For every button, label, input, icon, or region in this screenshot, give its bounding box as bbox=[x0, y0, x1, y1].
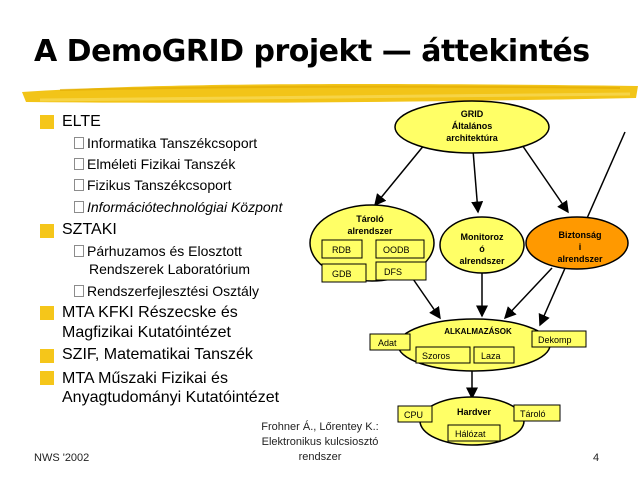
bullet-elte: ELTE bbox=[62, 113, 101, 130]
title-underline-brush bbox=[22, 84, 638, 103]
security-label: alrendszer bbox=[557, 254, 603, 264]
checkbox-icon bbox=[74, 158, 84, 170]
footer-authors: Frohner Á., Lőrentey K.: Elektronikus ku… bbox=[261, 421, 379, 463]
security-ellipse bbox=[525, 216, 629, 270]
monitor-ellipse bbox=[439, 216, 525, 274]
security-label: Biztonság bbox=[558, 230, 601, 240]
adat-box bbox=[369, 333, 411, 351]
footer-conference: NWS '2002 bbox=[34, 452, 90, 464]
szoros-box bbox=[415, 346, 471, 364]
bullet-marker bbox=[40, 224, 54, 238]
dfs-label: DFS bbox=[384, 267, 402, 277]
szoros-label: Szoros bbox=[422, 351, 451, 361]
cpu-box bbox=[397, 405, 433, 423]
security-label: i bbox=[579, 242, 582, 252]
subitem: Információtechnológiai Központ bbox=[74, 198, 282, 217]
oodb-box bbox=[375, 239, 425, 259]
bullet-sztaki: SZTAKI bbox=[62, 221, 117, 238]
dekomp-box bbox=[531, 330, 587, 348]
monitor-label: alrendszer bbox=[459, 256, 505, 266]
page-number: 4 bbox=[593, 452, 600, 464]
bullet-szif: SZIF, Matematikai Tanszék bbox=[62, 346, 253, 363]
bullet-mfa-line2: Anyagtudományi Kutatóintézet bbox=[62, 389, 280, 406]
gdb-box bbox=[321, 263, 367, 283]
gdb-label: GDB bbox=[332, 269, 352, 279]
network-label: Hálózat bbox=[455, 429, 486, 439]
bullet-marker bbox=[40, 306, 54, 320]
checkbox-icon bbox=[74, 245, 84, 257]
grid-label: architektúra bbox=[446, 133, 499, 143]
laza-label: Laza bbox=[481, 351, 501, 361]
slide-title: A DemoGRID projekt — áttekintés bbox=[34, 34, 590, 69]
network-box bbox=[447, 424, 501, 442]
grid-ellipse bbox=[394, 100, 550, 154]
subitem: Informatika Tanszékcsoport bbox=[74, 134, 257, 153]
rdb-box bbox=[321, 239, 363, 259]
storage-hw-box bbox=[513, 404, 561, 422]
bullet-marker bbox=[40, 115, 54, 129]
subitem: Rendszerfejlesztési Osztály bbox=[74, 282, 259, 301]
hardware-label: Hardver bbox=[457, 407, 492, 417]
grid-label: GRID bbox=[461, 109, 484, 119]
bullet-marker bbox=[40, 371, 54, 385]
monitor-label: Monitoroz bbox=[461, 232, 504, 242]
storage-hw-label: Tároló bbox=[520, 409, 546, 419]
subitem: Fizikus Tanszékcsoport bbox=[74, 176, 231, 195]
checkbox-icon bbox=[74, 201, 84, 213]
grid-label: Általános bbox=[452, 121, 493, 131]
bullet-kfki-line1: MTA KFKI Részecske és bbox=[62, 304, 238, 321]
applications-label: ALKALMAZÁSOK bbox=[444, 327, 512, 336]
laza-box bbox=[473, 346, 515, 364]
storage-label: Tároló bbox=[356, 214, 384, 224]
storage-label: alrendszer bbox=[347, 226, 393, 236]
bullet-kfki-line2: Magfizikai Kutatóintézet bbox=[62, 324, 231, 341]
bullet-marker bbox=[40, 349, 54, 363]
subitem-continuation: Rendszerek Laboratórium bbox=[89, 261, 251, 277]
rdb-label: RDB bbox=[332, 245, 351, 255]
subitem: Párhuzamos és Elosztott bbox=[74, 242, 242, 261]
adat-label: Adat bbox=[378, 338, 397, 348]
monitor-label: ó bbox=[479, 244, 485, 254]
checkbox-icon bbox=[74, 137, 84, 149]
subitem: Elméleti Fizikai Tanszék bbox=[74, 155, 235, 174]
oodb-label: OODB bbox=[383, 245, 410, 255]
dekomp-label: Dekomp bbox=[538, 335, 572, 345]
bullet-mfa-line1: MTA Műszaki Fizikai és bbox=[62, 370, 228, 387]
cpu-label: CPU bbox=[404, 410, 423, 420]
dfs-box bbox=[375, 261, 427, 281]
checkbox-icon bbox=[74, 179, 84, 191]
checkbox-icon bbox=[74, 285, 84, 297]
